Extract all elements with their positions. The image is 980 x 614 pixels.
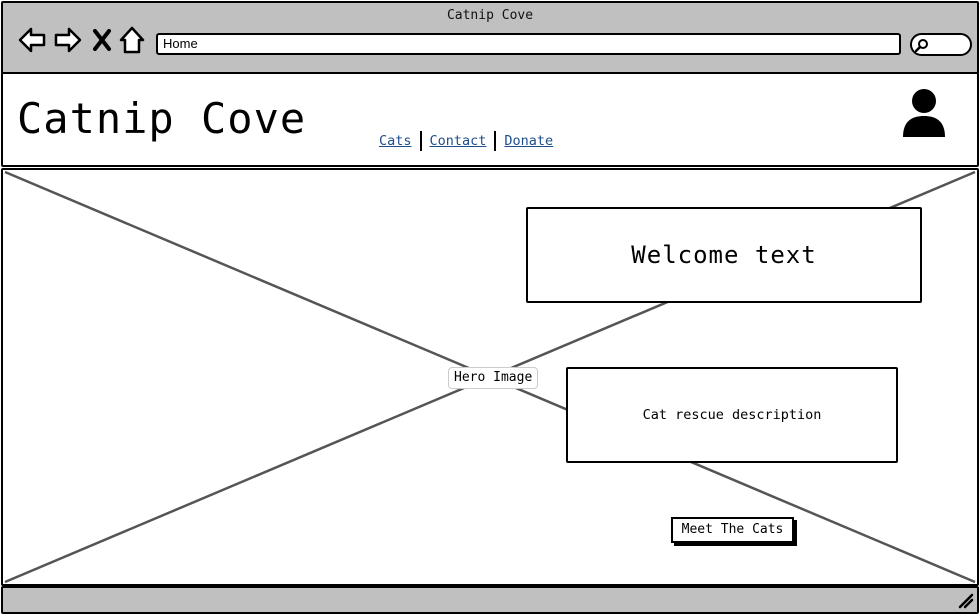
site-title: Catnip Cove — [17, 94, 307, 143]
rescue-description: Cat rescue description — [642, 407, 822, 423]
hero-section: Hero Image Welcome text Cat rescue descr… — [1, 168, 979, 586]
nav-divider — [494, 131, 497, 151]
search-icon — [915, 39, 928, 52]
description-box: Cat rescue description — [566, 367, 898, 463]
nav-link-donate[interactable]: Donate — [504, 133, 554, 149]
window-title: Catnip Cove — [446, 8, 534, 23]
back-arrow-icon[interactable] — [17, 25, 47, 55]
site-header: Catnip Cove Cats Contact Donate — [1, 72, 979, 167]
home-icon[interactable] — [118, 25, 146, 55]
nav-link-cats[interactable]: Cats — [379, 133, 412, 149]
address-bar[interactable]: Home — [156, 33, 901, 55]
nav-divider — [419, 131, 422, 151]
welcome-text-box: Welcome text — [526, 207, 922, 303]
welcome-text: Welcome text — [631, 241, 817, 269]
forward-arrow-icon[interactable] — [53, 25, 83, 55]
nav-link-contact[interactable]: Contact — [429, 133, 487, 149]
browser-chrome: Catnip Cove Home — [1, 1, 979, 74]
site-nav: Cats Contact Donate — [379, 130, 553, 152]
hero-image-label: Hero Image — [448, 367, 539, 389]
status-bar — [1, 586, 979, 614]
user-avatar-icon[interactable] — [901, 88, 947, 138]
meet-the-cats-button[interactable]: Meet The Cats — [671, 517, 794, 543]
browser-search-field[interactable] — [910, 33, 972, 56]
close-icon[interactable] — [90, 25, 114, 55]
resize-grip-icon[interactable] — [958, 593, 974, 609]
